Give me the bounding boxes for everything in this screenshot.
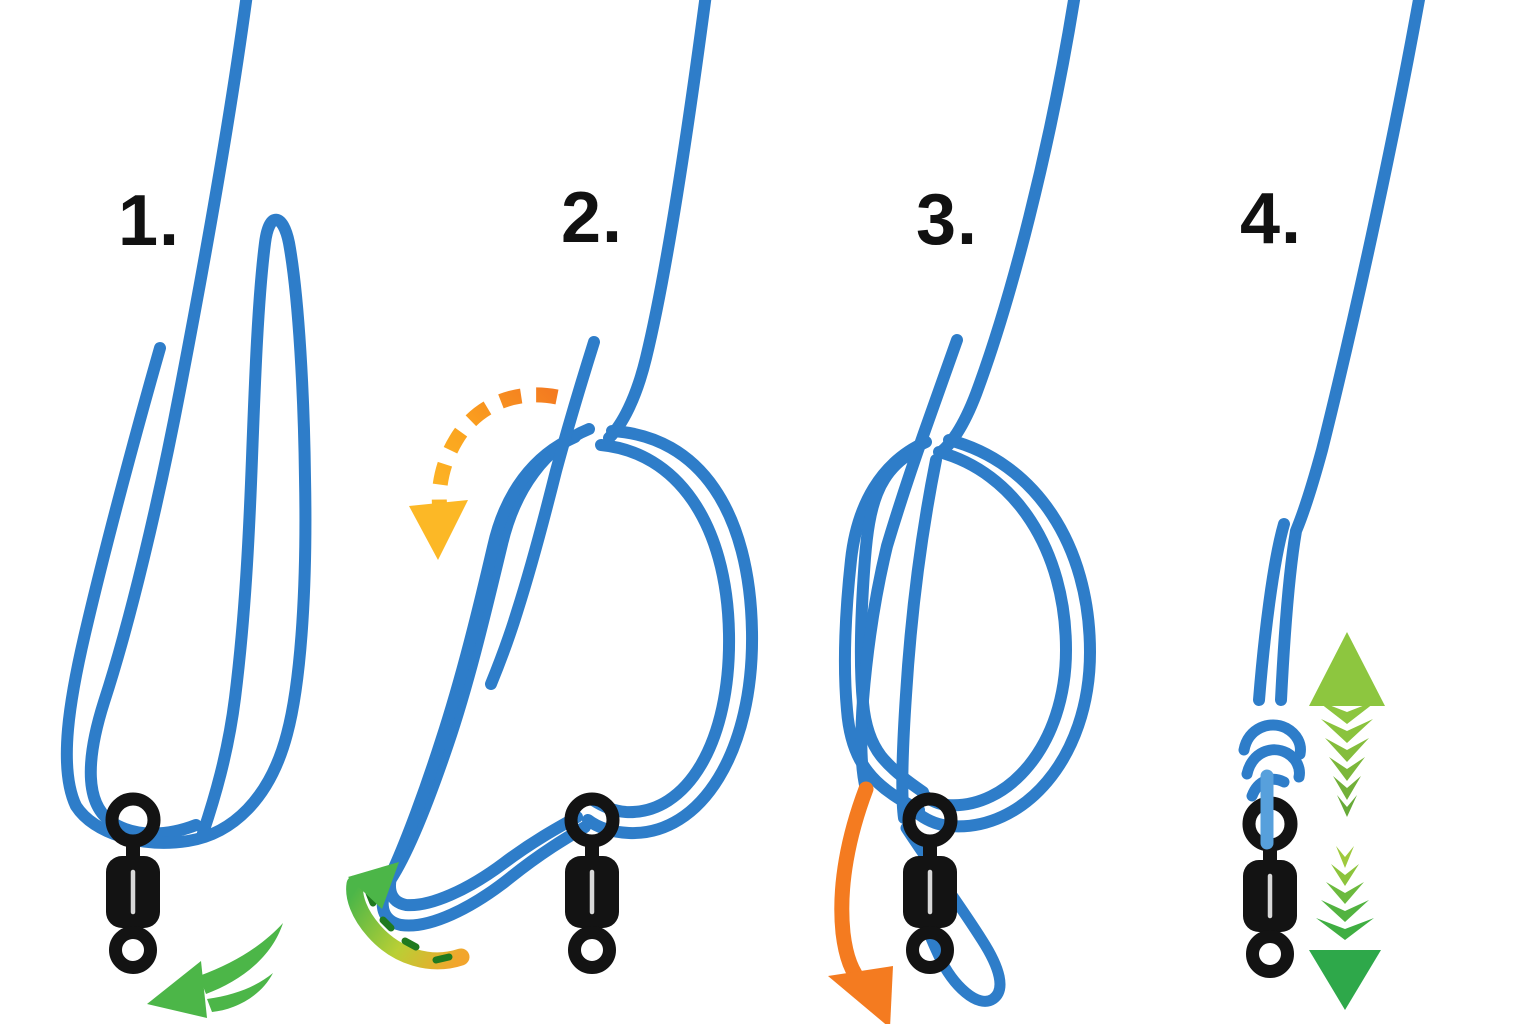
step-panel-4 <box>1243 0 1426 1010</box>
tag-end-strand <box>855 334 963 795</box>
fishing-line-main <box>935 0 1081 458</box>
rotation-dashed-arrow-arc <box>431 387 559 518</box>
tag-end-strand <box>485 336 600 690</box>
wrap-strand-outer-left <box>838 436 932 816</box>
middle-wrap-strand <box>896 454 942 824</box>
rotation-dashed-arrowhead-icon <box>409 500 468 560</box>
barrel-swivel-1 <box>106 799 160 968</box>
doubled-line-fold-loop <box>60 213 312 849</box>
loop-strand-outer-right <box>582 425 759 840</box>
pull-down-arrow <box>1309 846 1381 1010</box>
loop-strand-outer-left <box>376 423 595 932</box>
pull-up-arrow <box>1309 632 1385 817</box>
twist-arrowhead-icon <box>348 862 399 909</box>
loop-strand-inner-right <box>587 439 736 819</box>
step-number-4: 4. <box>1239 179 1303 259</box>
pull-arrowhead-icon <box>828 966 893 1024</box>
step-number-3: 3. <box>915 180 979 260</box>
step-number-1: 1. <box>117 181 181 261</box>
swoosh-arrow-upper-feather <box>199 923 283 994</box>
pull-up-arrowhead-icon <box>1309 632 1385 706</box>
swoosh-arrowhead-icon <box>147 961 207 1018</box>
pull-arrow-arc <box>834 781 874 992</box>
fishing-line-main <box>84 0 253 840</box>
step-number-2: 2. <box>560 178 624 258</box>
step-panel-3 <box>828 0 1097 1024</box>
step-panel-1 <box>60 0 312 1018</box>
pull-down-arrowhead-icon <box>1309 950 1381 1010</box>
loop-strand-inner-left <box>384 431 583 912</box>
fishing-line-main <box>1275 0 1426 706</box>
swoosh-arrow-lower-feather <box>207 973 273 1012</box>
tag-end-parallel-strand <box>1253 518 1290 706</box>
fishing-line-main <box>603 0 712 444</box>
step-panel-2 <box>346 0 759 968</box>
